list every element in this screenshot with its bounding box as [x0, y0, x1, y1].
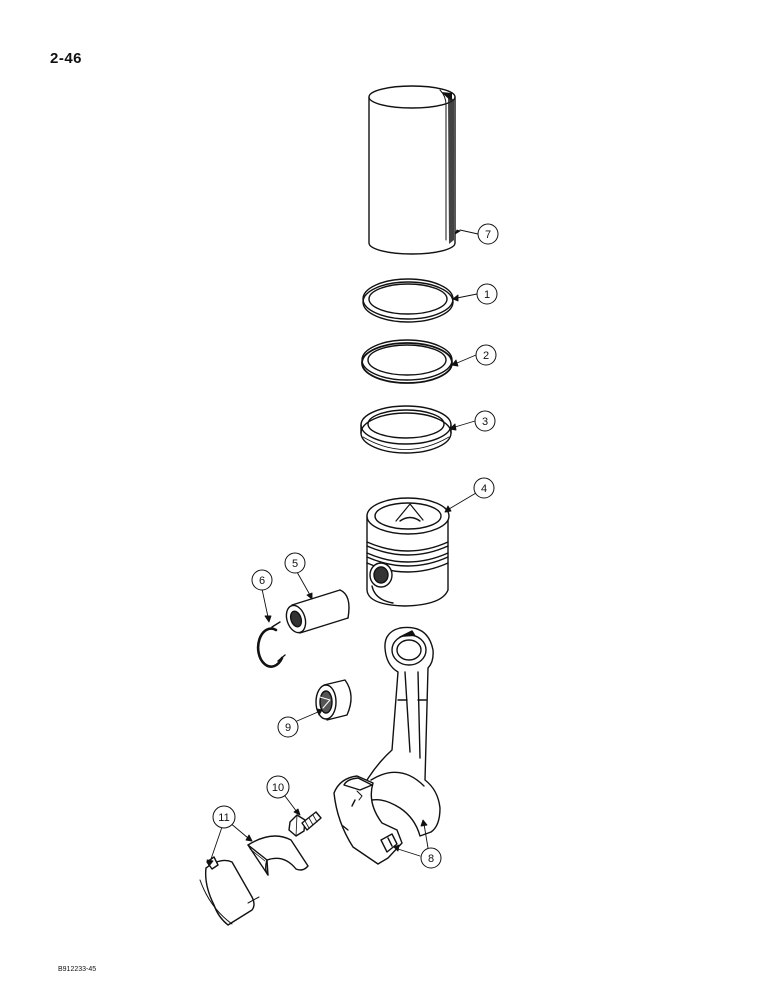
retaining-ring-part [256, 621, 286, 668]
callout-10: 10 [266, 775, 290, 799]
callout-11: 11 [212, 805, 236, 829]
piston-part [366, 497, 450, 607]
callout-9: 9 [277, 716, 299, 738]
cylinder-liner-part [368, 85, 456, 255]
callout-5: 5 [284, 552, 306, 574]
page-number: 2-46 [50, 50, 83, 67]
callout-2-label: 2 [483, 350, 489, 362]
callout-9-label: 9 [285, 722, 291, 734]
pin-bushing-part [315, 679, 352, 721]
callout-3-label: 3 [482, 416, 488, 428]
bearing-shells-part [199, 835, 309, 926]
callout-8: 8 [420, 847, 442, 869]
callout-1-label: 1 [484, 289, 490, 301]
piston-ring-oil-part [360, 405, 452, 454]
callouts: 7 1 2 3 4 5 6 [212, 223, 499, 869]
callout-4-label: 4 [481, 483, 487, 495]
callout-8-label: 8 [428, 853, 434, 865]
callout-7: 7 [477, 223, 499, 245]
connecting-rod-cap-part [333, 775, 403, 865]
callout-1: 1 [476, 283, 498, 305]
piston-ring-top-part [362, 278, 454, 323]
callout-5-label: 5 [292, 558, 298, 570]
callout-10-label: 10 [272, 782, 284, 794]
callout-6-label: 6 [259, 575, 265, 587]
piston-pin-part [285, 589, 350, 634]
callout-11-label: 11 [218, 812, 229, 824]
figure-code: B912233-45 [58, 966, 97, 973]
piston-ring-second-part [361, 339, 453, 384]
leader-lines [206, 229, 479, 867]
callout-4: 4 [473, 477, 495, 499]
callout-7-label: 7 [485, 229, 491, 241]
callout-6: 6 [251, 569, 273, 591]
callout-2: 2 [475, 344, 497, 366]
connecting-rod-part [357, 626, 441, 837]
connecting-rod-bolt-part [288, 811, 322, 837]
callout-3: 3 [474, 410, 496, 432]
